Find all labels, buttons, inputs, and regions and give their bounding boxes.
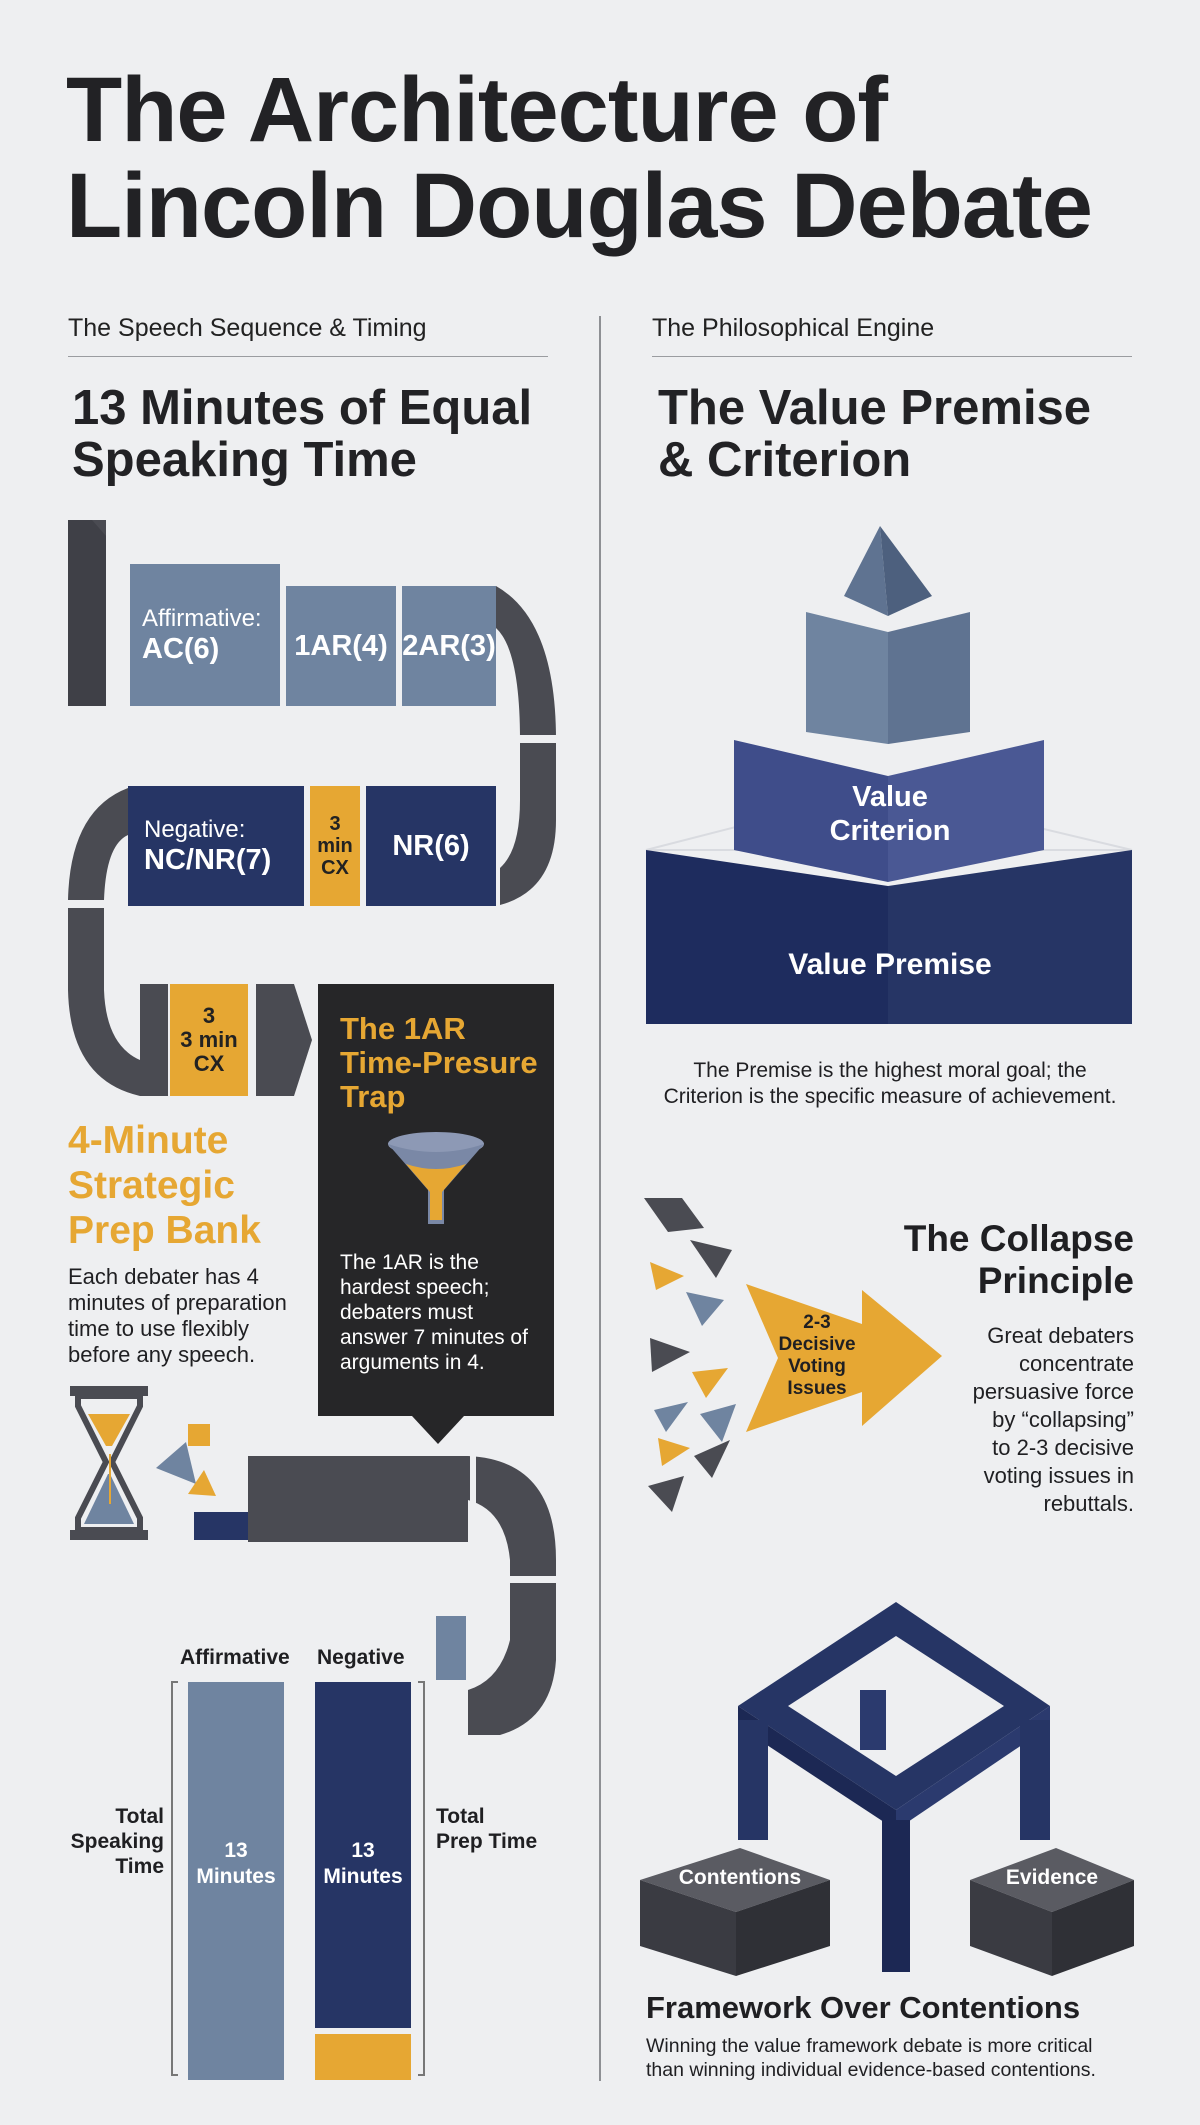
total-speaking-line-2: Speaking — [70, 1830, 164, 1853]
collapse-heading-line-1: The Collapse — [903, 1218, 1134, 1259]
arrow-line-2: Decisive — [778, 1334, 856, 1355]
premise-label: Value Premise — [788, 948, 992, 981]
trap-line-3: Trap — [340, 1079, 406, 1114]
page-title: The Architecture of Lincoln Douglas Deba… — [66, 62, 1166, 254]
total-prep-line-1: Total — [436, 1805, 485, 1828]
collapse-desc-line-6: voting issues in — [983, 1463, 1134, 1488]
aff-1ar-text: 1AR(4) — [294, 630, 388, 662]
framework-desc-line-1: Winning the value framework debate is mo… — [646, 2035, 1093, 2057]
arrow-line-3: Voting — [788, 1356, 846, 1377]
criterion-label: Value Criterion — [760, 780, 1020, 848]
left-heading-line-2: Speaking Time — [72, 433, 417, 487]
total-speaking-line-1: Total — [115, 1805, 164, 1828]
collapse-desc-line-5: to 2-3 decisive — [992, 1435, 1134, 1460]
trap-heading: The 1AR Time-Presure Trap — [340, 1012, 538, 1114]
total-prep-label: Total Prep Time — [436, 1804, 537, 1854]
neg-bar-value: 13 Minutes — [315, 1838, 411, 1890]
hourglass-icon — [70, 1386, 248, 1540]
aff-bar-value: 13 Minutes — [188, 1838, 284, 1890]
neg-bar-value-num: 13 — [351, 1839, 375, 1862]
bar-aff-label: Affirmative — [180, 1646, 290, 1669]
title-line-2: Lincoln Douglas Debate — [66, 155, 1093, 257]
prep-bank-description: Each debater has 4 minutes of preparatio… — [68, 1264, 287, 1367]
total-speaking-line-3: Time — [115, 1855, 164, 1878]
aff-bar-value-num: 13 — [224, 1839, 248, 1862]
neg-label: Negative: — [144, 816, 246, 843]
right-heading-line-1: The Value Premise — [658, 381, 1092, 435]
prep-line-1: 4-Minute — [68, 1119, 229, 1162]
aff-speaking-bar — [188, 1682, 284, 2080]
criterion-line-2: Criterion — [829, 815, 951, 847]
trap-description: The 1AR is the hardest speech; debaters … — [340, 1251, 528, 1374]
pyramid-caption-line-2: Criterion is the specific measure of ach… — [663, 1085, 1117, 1108]
collapse-desc-line-1: Great debaters — [987, 1323, 1134, 1348]
title-line-1: The Architecture of — [66, 59, 888, 161]
aff-1ar-block: 1AR(4) — [286, 586, 396, 706]
column-divider — [599, 316, 601, 2081]
evidence-label: Evidence — [1005, 1866, 1099, 1889]
arrow-label: 2-3 Decisive Voting Issues — [752, 1312, 882, 1400]
total-prep-line-2: Prep Time — [436, 1830, 538, 1853]
contentions-label: Contentions — [678, 1866, 802, 1889]
neg-cx-line-2: min — [317, 835, 353, 857]
lower-cx-line-2: 3 min — [180, 1027, 238, 1052]
collapse-desc-line-4: by “collapsing” — [992, 1407, 1134, 1432]
neg-bar-value-unit: Minutes — [323, 1865, 403, 1888]
collapse-heading: The Collapse Principle — [860, 1218, 1134, 1302]
arrow-line-4: Issues — [787, 1378, 847, 1399]
collapse-description: Great debaters concentrate persuasive fo… — [900, 1322, 1134, 1518]
right-section-rule — [652, 356, 1132, 357]
right-heading-line-2: & Criterion — [658, 433, 912, 487]
neg-cx-line-3: CX — [321, 857, 349, 879]
aff-2ar-text: 2AR(3) — [402, 630, 496, 662]
neg-speaking-bar — [315, 1682, 411, 2028]
collapse-desc-line-2: concentrate — [1019, 1351, 1134, 1376]
lower-cx-block: 3 3 min CX — [170, 984, 248, 1096]
prep-line-3: Prep Bank — [68, 1209, 261, 1252]
collapse-heading-line-2: Principle — [977, 1260, 1134, 1301]
bar-neg-label: Negative — [317, 1646, 405, 1669]
framework-title: Framework Over Contentions — [646, 1990, 1081, 2025]
left-section-rule — [68, 356, 548, 357]
framework-desc-line-2: than winning individual evidence-based c… — [646, 2059, 1096, 2081]
prep-bank-heading: 4-Minute Strategic Prep Bank — [68, 1118, 261, 1253]
framework-description: Winning the value framework debate is mo… — [646, 2034, 1166, 2082]
lower-cx-line-3: CX — [193, 1051, 225, 1076]
right-heading: The Value Premise & Criterion — [658, 382, 1091, 486]
funnel-icon — [388, 1132, 484, 1224]
neg-cx-line-1: 3 — [329, 813, 341, 835]
collapse-desc-line-3: persuasive force — [972, 1379, 1134, 1404]
arrow-line-1: 2-3 — [803, 1312, 831, 1333]
right-section-label: The Philosophical Engine — [652, 314, 935, 342]
neg-ncnr-block: Negative: NC/NR(7) — [128, 786, 304, 906]
left-heading: 13 Minutes of Equal Speaking Time — [72, 382, 532, 486]
neg-nr-block: NR(6) — [366, 786, 496, 906]
trap-line-2: Time-Presure — [340, 1045, 538, 1080]
collapse-desc-line-7: rebuttals. — [1043, 1491, 1135, 1516]
neg-nr-text: NR(6) — [392, 830, 470, 862]
aff-bar-value-unit: Minutes — [196, 1865, 276, 1888]
lower-cx-line-1: 3 — [202, 1003, 216, 1028]
left-section-label: The Speech Sequence & Timing — [68, 314, 427, 342]
total-speaking-label: Total Speaking Time — [62, 1804, 164, 1879]
aff-2ar-block: 2AR(3) — [402, 586, 496, 706]
trap-line-1: The 1AR — [340, 1011, 466, 1046]
aff-ac-block: Affirmative: AC(6) — [130, 564, 280, 706]
prep-line-2: Strategic — [68, 1164, 235, 1207]
aff-label: Affirmative: — [142, 605, 262, 632]
neg-ncnr-text: NC/NR(7) — [144, 844, 272, 876]
aff-ac-text: AC(6) — [142, 633, 220, 665]
pyramid-caption: The Premise is the highest moral goal; t… — [620, 1058, 1160, 1110]
neg-prep-bar — [315, 2034, 411, 2080]
left-heading-line-1: 13 Minutes of Equal — [72, 381, 533, 435]
criterion-line-1: Value — [852, 781, 928, 813]
pyramid-caption-line-1: The Premise is the highest moral goal; t… — [693, 1059, 1087, 1082]
neg-cx-block: 3 min CX — [310, 786, 360, 906]
